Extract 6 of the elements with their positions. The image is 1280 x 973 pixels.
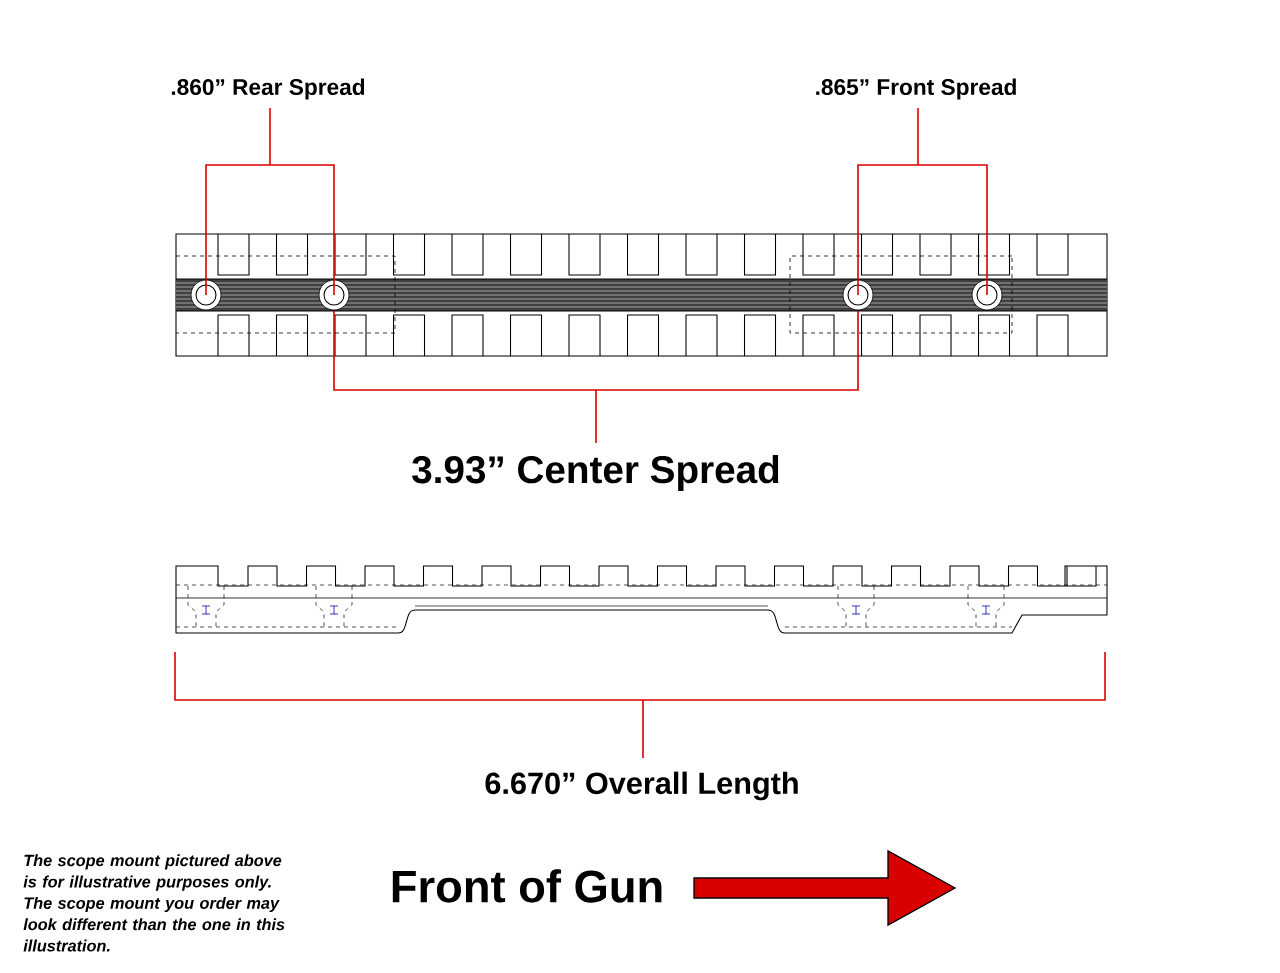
disclaimer-note: The scope mount pictured above is for illustrative purposes only. The scope mount you order may look different than the one in this illustration. bbox=[23, 854, 285, 952]
dimension-label: .860” Rear Spread bbox=[171, 78, 365, 100]
dimension-label: 3.93” Center Spread bbox=[412, 454, 779, 491]
direction-label: Front of Gun bbox=[392, 869, 662, 903]
dimension-label: 6.670” Overall Length bbox=[485, 771, 798, 801]
dimension-label: .865” Front Spread bbox=[816, 78, 1016, 100]
